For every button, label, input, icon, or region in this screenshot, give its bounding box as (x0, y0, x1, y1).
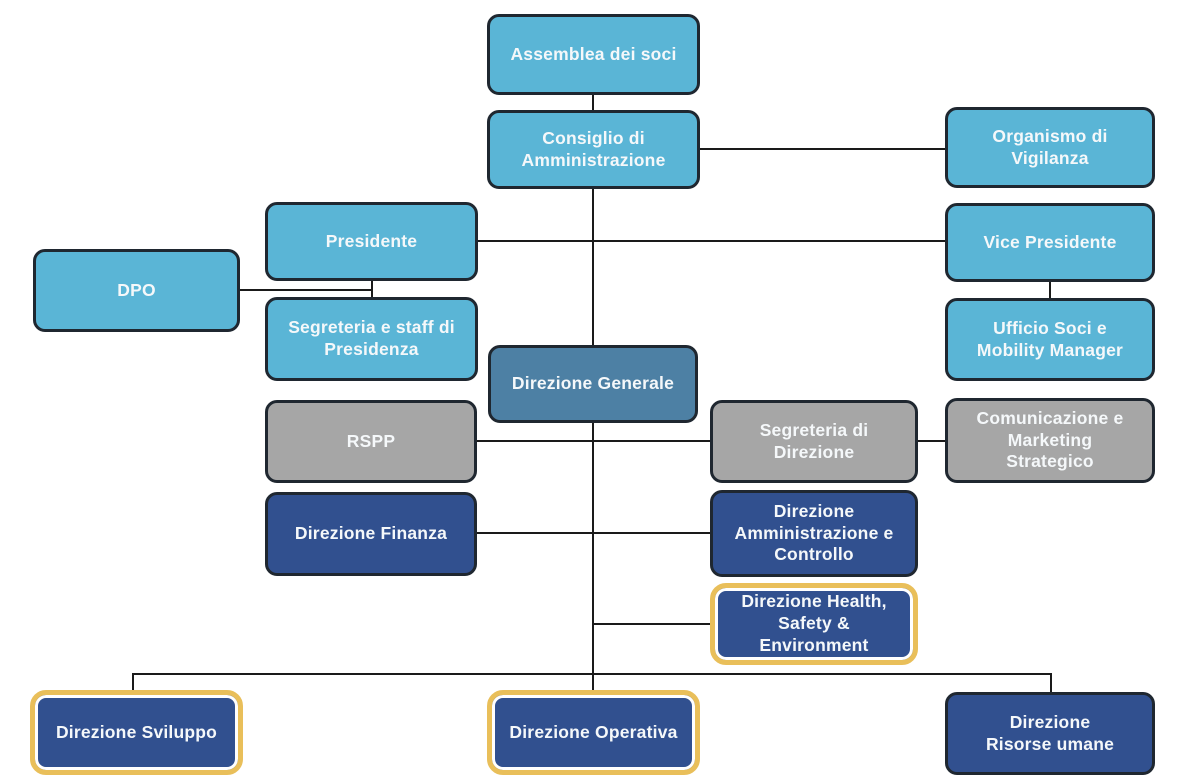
connector-finanza-amministrazione (477, 532, 711, 534)
connector-vice-presidente-ufficio-soci (1049, 282, 1051, 299)
connector-presidente-vice-presidente (478, 240, 946, 242)
connector-segreteria-direzione-comunicazione (918, 440, 946, 442)
node-dpo: DPO (33, 249, 240, 332)
connector-dpo (240, 289, 373, 291)
node-direzione-amministrazione-controllo: Direzione Amministrazione e Controllo (710, 490, 918, 577)
connector-consiglio-direzione-generale (592, 188, 594, 346)
node-direzione-risorse-umane: Direzione Risorse umane (945, 692, 1155, 775)
connector-drop-risorse-umane (1050, 673, 1052, 692)
node-assemblea-dei-soci: Assemblea dei soci (487, 14, 700, 95)
connector-consiglio-organismo (700, 148, 946, 150)
node-organismo-di-vigilanza: Organismo di Vigilanza (945, 107, 1155, 188)
node-consiglio-di-amministrazione: Consiglio di Amministrazione (487, 110, 700, 189)
connector-bottom-row (132, 673, 1052, 675)
node-direzione-generale: Direzione Generale (488, 345, 698, 423)
connector-direzione-generale-health (593, 623, 711, 625)
node-ufficio-soci-mobility-manager: Ufficio Soci e Mobility Manager (945, 298, 1155, 381)
node-direzione-sviluppo: Direzione Sviluppo (30, 690, 243, 775)
connector-assemblea-consiglio (592, 95, 594, 111)
node-vice-presidente: Vice Presidente (945, 203, 1155, 282)
connector-drop-sviluppo (132, 673, 134, 690)
connector-direzione-generale-operativa (592, 423, 594, 690)
node-presidente: Presidente (265, 202, 478, 281)
connector-rspp-segreteria-direzione (477, 440, 711, 442)
node-direzione-health-safety-environment: Direzione Health, Safety & Environment (710, 583, 918, 665)
node-comunicazione-marketing-strategico: Comunicazione e Marketing Strategico (945, 398, 1155, 483)
node-direzione-operativa: Direzione Operativa (487, 690, 700, 775)
node-segreteria-di-direzione: Segreteria di Direzione (710, 400, 918, 483)
node-segreteria-staff-presidenza: Segreteria e staff di Presidenza (265, 297, 478, 381)
node-direzione-finanza: Direzione Finanza (265, 492, 477, 576)
node-rspp: RSPP (265, 400, 477, 483)
